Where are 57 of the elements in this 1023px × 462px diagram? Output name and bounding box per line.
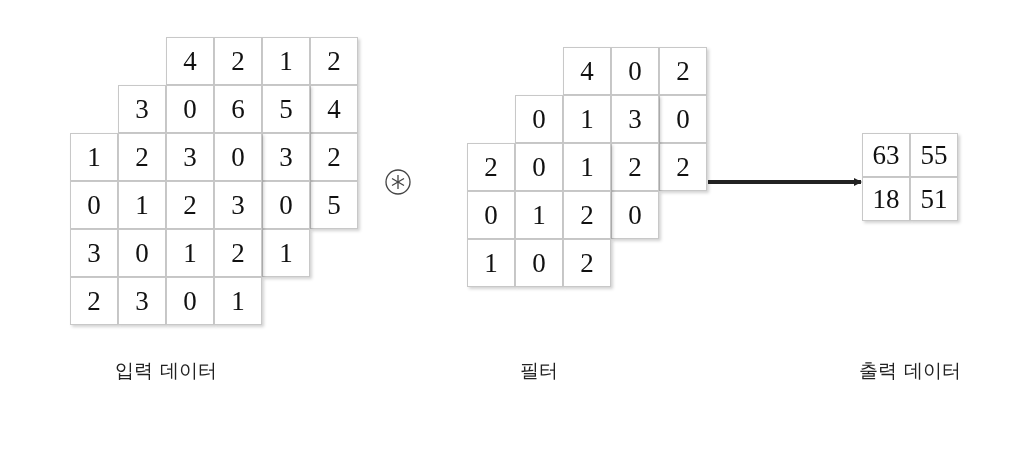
matrix-cell: 1 xyxy=(563,143,611,191)
matrix-cell: 0 xyxy=(515,143,563,191)
matrix-cell: 1 xyxy=(262,37,310,85)
matrix-cell: 55 xyxy=(910,133,958,177)
matrix-cell: 1 xyxy=(214,277,262,325)
matrix-cell: 3 xyxy=(70,229,118,277)
matrix-cell: 1 xyxy=(515,191,563,239)
matrix-cell: 1 xyxy=(70,133,118,181)
matrix-cell: 2 xyxy=(659,143,707,191)
matrix-cell: 2 xyxy=(166,181,214,229)
matrix-cell: 2 xyxy=(563,239,611,287)
matrix-cell: 4 xyxy=(166,37,214,85)
matrix-cell: 18 xyxy=(862,177,910,221)
matrix-cell: 3 xyxy=(214,181,262,229)
matrix-cell: 2 xyxy=(467,143,515,191)
matrix-cell: 2 xyxy=(310,133,358,181)
matrix-cell: 1 xyxy=(563,95,611,143)
matrix-cell: 0 xyxy=(70,181,118,229)
matrix-cell: 5 xyxy=(262,85,310,133)
matrix-cell: 0 xyxy=(611,191,659,239)
matrix-cell: 1 xyxy=(166,229,214,277)
matrix-cell: 2 xyxy=(118,133,166,181)
matrix-cell: 2 xyxy=(310,37,358,85)
matrix-cell: 3 xyxy=(118,277,166,325)
matrix-cell: 4 xyxy=(563,47,611,95)
matrix-cell: 3 xyxy=(262,133,310,181)
matrix-cell: 1 xyxy=(467,239,515,287)
matrix-cell: 0 xyxy=(214,133,262,181)
matrix-cell: 0 xyxy=(166,277,214,325)
stack-label: 입력 데이터 xyxy=(115,358,217,383)
matrix-cell: 0 xyxy=(166,85,214,133)
stack-label: 출력 데이터 xyxy=(859,358,961,383)
matrix-cell: 6 xyxy=(214,85,262,133)
matrix-cell: 63 xyxy=(862,133,910,177)
matrix-cell: 0 xyxy=(262,181,310,229)
matrix-cell: 2 xyxy=(611,143,659,191)
matrix-cell: 1 xyxy=(262,229,310,277)
matrix-cell: 0 xyxy=(467,191,515,239)
matrix-cell: 5 xyxy=(310,181,358,229)
matrix-cell: 0 xyxy=(118,229,166,277)
matrix-cell: 1 xyxy=(118,181,166,229)
matrix-cell: 0 xyxy=(611,47,659,95)
matrix-cell: 2 xyxy=(70,277,118,325)
matrix-cell: 2 xyxy=(563,191,611,239)
matrix-cell: 2 xyxy=(659,47,707,95)
arrow xyxy=(708,178,862,186)
matrix-cell: 3 xyxy=(166,133,214,181)
matrix-cell: 4 xyxy=(310,85,358,133)
matrix-cell: 0 xyxy=(659,95,707,143)
matrix-cell: 0 xyxy=(515,239,563,287)
matrix-cell: 3 xyxy=(611,95,659,143)
matrix-cell: 2 xyxy=(214,37,262,85)
matrix-cell: 2 xyxy=(214,229,262,277)
matrix-cell: 0 xyxy=(515,95,563,143)
matrix-cell: 51 xyxy=(910,177,958,221)
matrix-cell: 3 xyxy=(118,85,166,133)
stack-label: 필터 xyxy=(520,358,558,383)
